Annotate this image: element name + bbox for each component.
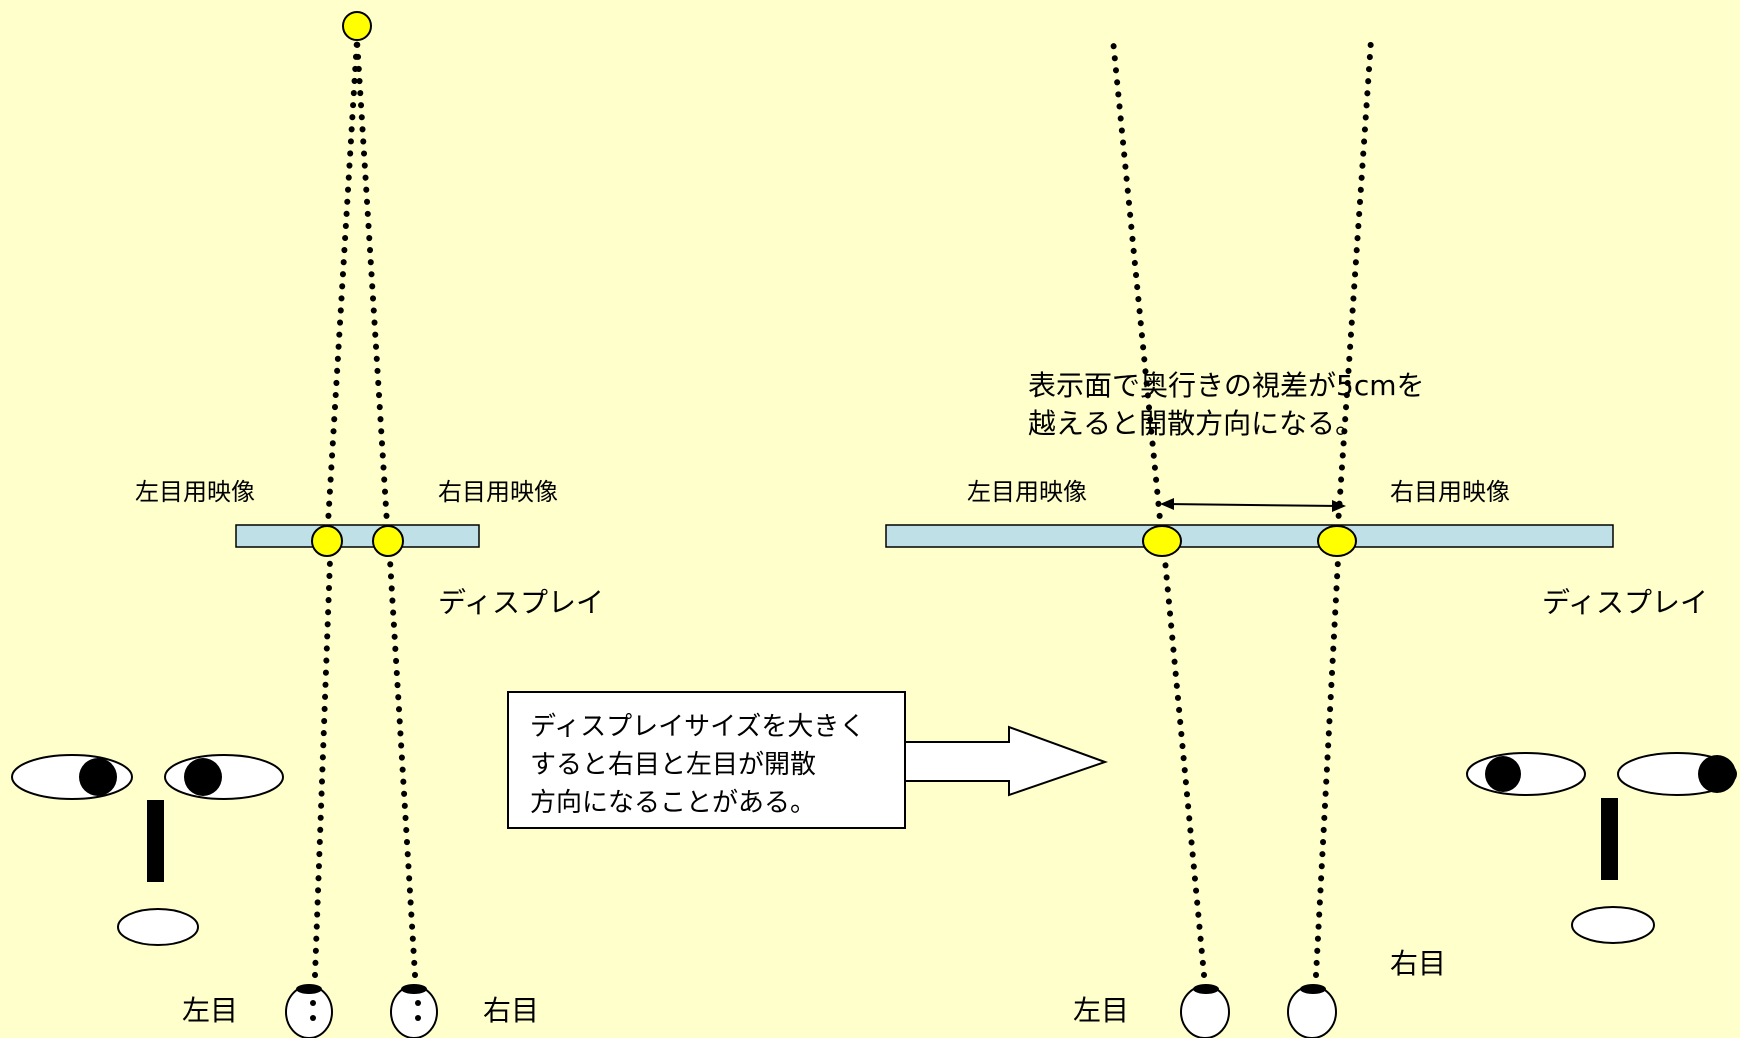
left-eye-label: 左目: [182, 994, 238, 1027]
right-eye-sight-line-lower: [1313, 557, 1341, 978]
convergence-point: [342, 11, 372, 41]
right-eye-label: 右目: [483, 994, 539, 1027]
callout-line-2: すると右目と左目が開散: [530, 750, 816, 780]
left-image-label: 左目用映像: [967, 478, 1087, 506]
right-image-point: [1317, 525, 1357, 557]
right-eye-sight-line-upper: [1334, 37, 1374, 543]
callout-line-1: ディスプレイサイズを大きく: [530, 712, 865, 742]
face-right: [1466, 752, 1737, 944]
face-eye-right: [164, 754, 284, 800]
left-image-label: 左目用映像: [135, 478, 255, 506]
callout-arrow: [904, 725, 1108, 797]
right-eye-sight-line-upper: [354, 37, 391, 543]
left-eye-dot: [310, 1015, 316, 1021]
right-eye-label: 右目: [1390, 947, 1446, 980]
left-eye-sight-line-lower: [1162, 557, 1207, 978]
left-eye-sight-line-lower: [312, 557, 333, 978]
face-nose: [1601, 798, 1618, 880]
face-pupil-right: [184, 758, 222, 796]
left-eye-pupil: [1193, 984, 1219, 994]
display-label: ディスプレイ: [1542, 586, 1708, 619]
face-pupil-left: [1485, 756, 1521, 792]
callout: ディスプレイサイズを大きく すると右目と左目が開散 方向になることがある。: [507, 691, 1108, 829]
right-image-point: [372, 525, 404, 557]
left-eye-dot: [310, 1000, 316, 1006]
disparity-arrow: [1165, 503, 1341, 507]
right-eye-pupil: [401, 984, 427, 994]
face-pupil-left: [79, 758, 117, 796]
right-image-label: 右目用映像: [1390, 478, 1510, 506]
right-scene: 表示面で奥行きの視差が5cmを 越えると開散方向になる。 左目用映像 右目用映像…: [885, 37, 1737, 1038]
note-line-2: 越えると開散方向になる。: [1028, 407, 1363, 440]
left-eye-label: 左目: [1073, 994, 1129, 1027]
left-eye-pupil: [296, 984, 322, 994]
left-eye-sight-line-upper: [324, 37, 360, 543]
disparity-arrow-head-right: [1332, 500, 1346, 512]
display-bar: [885, 524, 1614, 548]
left-scene: 左目用映像 右目用映像 ディスプレイ 左目 右目: [11, 11, 604, 1038]
face-left: [11, 754, 284, 946]
disparity-arrow-head-left: [1160, 498, 1174, 510]
right-image-label: 右目用映像: [438, 478, 558, 506]
left-eye-sight-line-upper: [1110, 37, 1165, 543]
face-nose: [147, 800, 164, 882]
right-eye-dot: [415, 1015, 421, 1021]
display-bar: [235, 524, 480, 548]
right-eye-pupil: [1300, 984, 1326, 994]
callout-box: [507, 691, 906, 829]
callout-line-3: 方向になることがある。: [530, 788, 816, 818]
left-image-point: [1142, 525, 1182, 557]
display-label: ディスプレイ: [438, 586, 604, 619]
face-mouth: [117, 908, 199, 946]
face-eye-left: [1466, 752, 1586, 796]
left-image-point: [311, 525, 343, 557]
right-eye-sight-line-lower: [387, 557, 418, 978]
face-mouth: [1571, 906, 1655, 944]
face-pupil-right: [1698, 755, 1736, 793]
right-eye-dot: [415, 1000, 421, 1006]
note-line-1: 表示面で奥行きの視差が5cmを: [1028, 369, 1425, 402]
